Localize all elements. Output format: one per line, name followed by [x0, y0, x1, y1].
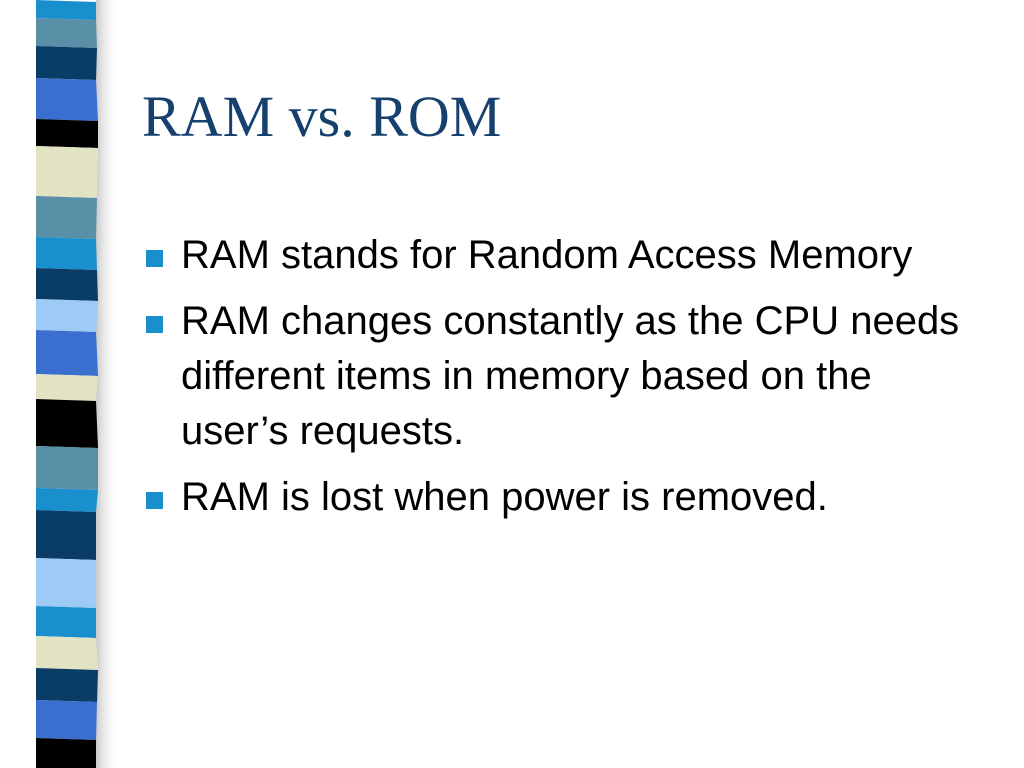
strip-band [36, 299, 98, 332]
decorative-side-strip [0, 0, 120, 768]
strip-band [36, 46, 97, 80]
square-bullet-icon [146, 316, 163, 333]
strip-band [36, 330, 98, 376]
bullet-text: RAM changes constantly as the CPU needs … [181, 299, 960, 453]
bullet-item: RAM is lost when power is removed. [140, 470, 990, 525]
bullet-item: RAM stands for Random Access Memory [140, 228, 990, 283]
strip-band [36, 700, 97, 740]
striped-banner-decoration [36, 0, 118, 768]
strip-band [36, 237, 97, 270]
bullet-text: RAM is lost when power is removed. [181, 475, 828, 519]
strip-band [36, 119, 98, 148]
bullet-item: RAM changes constantly as the CPU needs … [140, 294, 990, 459]
strip-band [36, 399, 98, 448]
strip-band [36, 78, 98, 121]
strip-band [36, 738, 96, 768]
strip-band [36, 668, 98, 702]
strip-band [36, 606, 96, 638]
strip-band [36, 0, 96, 20]
strip-band [36, 636, 98, 670]
strip-band [36, 268, 98, 301]
slide-title: RAM vs. ROM [142, 84, 502, 149]
strip-band [36, 488, 98, 512]
strip-band [36, 510, 96, 560]
bullet-list: RAM stands for Random Access Memory RAM … [140, 228, 990, 536]
strip-band [36, 558, 96, 608]
strip-band [36, 374, 98, 401]
strip-band [36, 446, 98, 490]
square-bullet-icon [146, 250, 163, 267]
strip-band [36, 196, 97, 239]
strip-band [36, 18, 97, 48]
bullet-text: RAM stands for Random Access Memory [181, 233, 913, 277]
strip-band [36, 146, 98, 198]
square-bullet-icon [146, 492, 163, 509]
